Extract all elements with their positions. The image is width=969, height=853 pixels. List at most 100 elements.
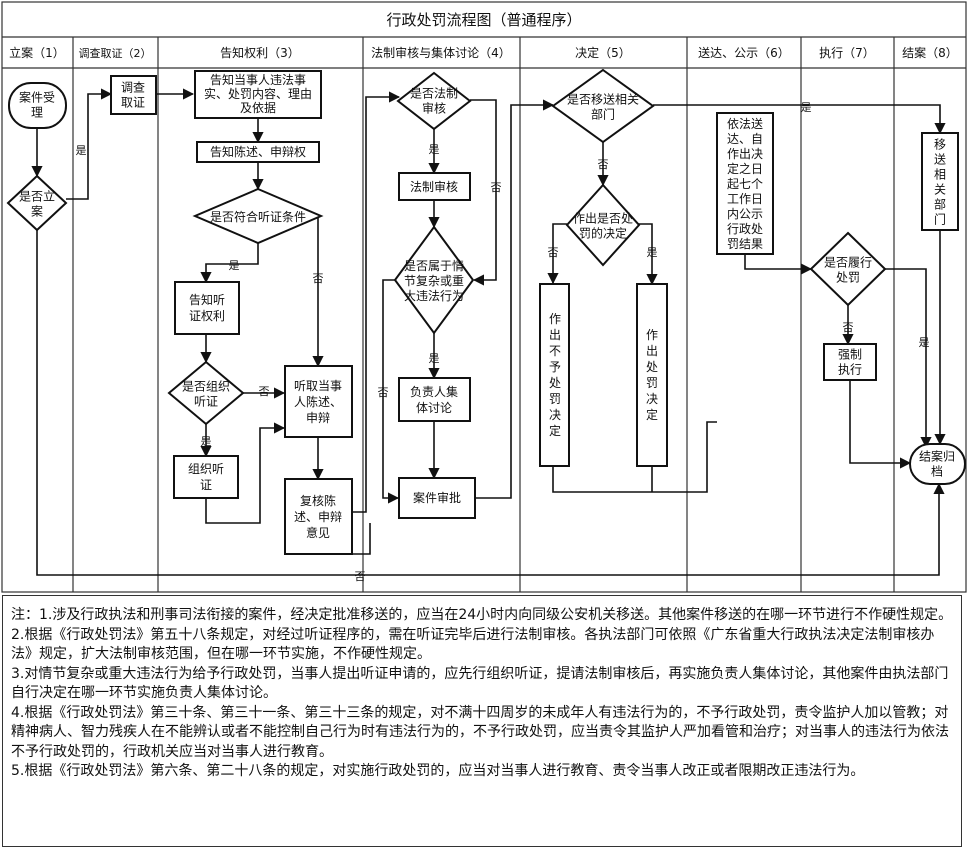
node-text-line: 相 — [934, 168, 946, 182]
node-text-line: 取证 — [121, 96, 145, 110]
node-text-line: 工作日 — [727, 192, 763, 206]
node-is-filed — [6, 174, 68, 232]
node-text-line: 定之日 — [727, 161, 763, 176]
node-text-line: 体讨论 — [416, 401, 452, 415]
node-text-line: 理 — [31, 106, 43, 120]
label-no: 否 — [313, 272, 324, 285]
node-text-line: 达、自 — [727, 132, 763, 146]
node-text-line: 部 — [934, 197, 946, 212]
node-text-line: 人陈述、 — [294, 394, 342, 409]
node-review-statement — [284, 478, 353, 555]
node-organize-hearing-text: 组织听证 — [188, 462, 224, 492]
node-text-line: 法制审核 — [410, 179, 458, 194]
node-text-line: 证 — [200, 478, 212, 492]
node-transfer-archive-text: 移送相关部门 — [934, 138, 946, 227]
node-collective-discussion — [398, 377, 471, 422]
node-text-line: 申辩 — [306, 411, 330, 425]
node-text-line: 审核 — [422, 101, 446, 116]
node-text-line: 决 — [549, 408, 561, 422]
edge-approval-to-transfer-q — [475, 99, 555, 499]
node-text-line: 是否符合听证条件 — [210, 209, 306, 224]
node-investigate-text: 调查取证 — [121, 81, 145, 110]
label-no: 否 — [259, 385, 270, 398]
edge-hearing-yes — [200, 243, 259, 284]
node-text-line: 作出决 — [727, 147, 763, 161]
node-enforce-text: 强制执行 — [838, 348, 862, 377]
note-item: 5.根据《行政处罚法》第六条、第二十八条的规定，对实施行政处罚的，应当对当事人进… — [11, 763, 865, 779]
node-case-accept — [8, 82, 67, 129]
flow-nodes — [6, 68, 966, 555]
edge-legal-q-no — [470, 99, 497, 286]
edge-filed-no — [36, 230, 945, 576]
node-text-line: 定 — [549, 423, 561, 438]
note-item: 3.对情节复杂或重大违法行为给予行政处罚，当事人提出听证申请的，应先行组织听证，… — [11, 665, 949, 702]
edge-complex-no — [382, 279, 400, 504]
node-penalty-decision-q-text: 作出是否处罚的决定 — [573, 212, 633, 241]
node-text-line: 决 — [646, 392, 658, 406]
lane-header-serve: 送达、公示（6） — [698, 45, 790, 60]
node-complex-case-q — [393, 225, 475, 335]
node-penalty-text: 作出处罚决定 — [646, 328, 658, 422]
node-complex-case-q-text: 是否属于情节复杂或重大违法行为 — [404, 259, 464, 303]
node-case-accept-text: 案件受理 — [19, 90, 55, 120]
node-text-line: 送 — [934, 152, 946, 167]
node-close-archive — [909, 443, 966, 485]
edge-serve-to-performed-q — [744, 254, 813, 275]
node-legal-review-q — [396, 71, 472, 131]
node-performed-q — [809, 231, 887, 307]
node-text-line: 作 — [549, 312, 561, 326]
node-text-line: 是否组织 — [182, 380, 230, 394]
node-text-line: 告知陈述、申辩权 — [210, 144, 306, 159]
node-transfer-q — [551, 68, 655, 144]
node-text-line: 罚 — [646, 376, 658, 390]
label-yes: 是 — [201, 435, 212, 448]
lane-header-decision: 决定（5） — [575, 45, 631, 60]
edge-enforce-to-close — [849, 380, 912, 469]
node-text-line: 移 — [934, 138, 946, 152]
node-notify-statement — [196, 141, 320, 163]
label-no: 否 — [491, 181, 502, 194]
node-text-line: 案件审批 — [413, 490, 461, 505]
edge-no-penalty-merge — [552, 421, 717, 493]
node-text-line: 罚的决定 — [579, 226, 627, 241]
node-text-line: 告知听 — [189, 293, 225, 307]
node-text-line: 节复杂或重 — [404, 274, 464, 288]
edge-organize-to-listen — [205, 422, 286, 524]
node-text-line: 出 — [549, 328, 561, 342]
node-text-line: 执行 — [838, 363, 862, 377]
node-text-line: 听取当事 — [294, 379, 342, 393]
flow-edges — [31, 88, 946, 576]
node-legal-review — [398, 172, 471, 201]
node-case-approval-text: 案件审批 — [413, 490, 461, 505]
node-listen-statement — [284, 365, 353, 438]
node-serve-publish — [716, 112, 774, 255]
node-text-line: 部门 — [591, 107, 615, 122]
node-text-line: 大违法行为 — [404, 289, 464, 303]
node-text-line: 告知当事人违法事 — [210, 73, 306, 87]
edge-transfer-yes — [653, 104, 946, 135]
node-text-line: 关 — [934, 183, 946, 197]
node-text-line: 述、申辩 — [294, 510, 342, 524]
node-text-line: 结案归 — [919, 449, 955, 464]
node-hearing-condition-text: 是否符合听证条件 — [210, 209, 306, 224]
node-text-line: 听证 — [194, 395, 218, 409]
node-performed-q-text: 是否履行处罚 — [824, 256, 872, 285]
node-text-line: 实、处罚内容、理由 — [204, 86, 312, 101]
node-texts: 案件受理 是否立案 调查取证 告知当事人违法事实、处罚内容、理由及依据 告知陈述… — [19, 73, 955, 540]
node-text-line: 处罚 — [836, 271, 860, 285]
note-item: 注：1.涉及行政执法和刑事司法衔接的案件，经决定批准移送的，应当在24小时内向同… — [11, 607, 953, 623]
node-text-line: 强制 — [838, 348, 862, 362]
node-text-line: 罚结果 — [727, 237, 763, 251]
label-yes: 是 — [801, 101, 812, 114]
node-organize-hearing-q-text: 是否组织听证 — [182, 380, 230, 409]
node-case-approval — [398, 477, 476, 519]
label-yes: 是 — [647, 246, 658, 259]
node-enforce — [823, 343, 877, 381]
node-notify-statement-text: 告知陈述、申辩权 — [210, 144, 306, 159]
node-no-penalty — [539, 283, 570, 467]
node-text-line: 是否立 — [19, 189, 55, 204]
node-no-penalty-text: 作出不予处罚决定 — [549, 312, 561, 438]
node-transfer-q-text: 是否移送相关部门 — [567, 92, 639, 122]
label-no: 否 — [355, 570, 366, 583]
node-text-line: 处 — [549, 376, 561, 390]
